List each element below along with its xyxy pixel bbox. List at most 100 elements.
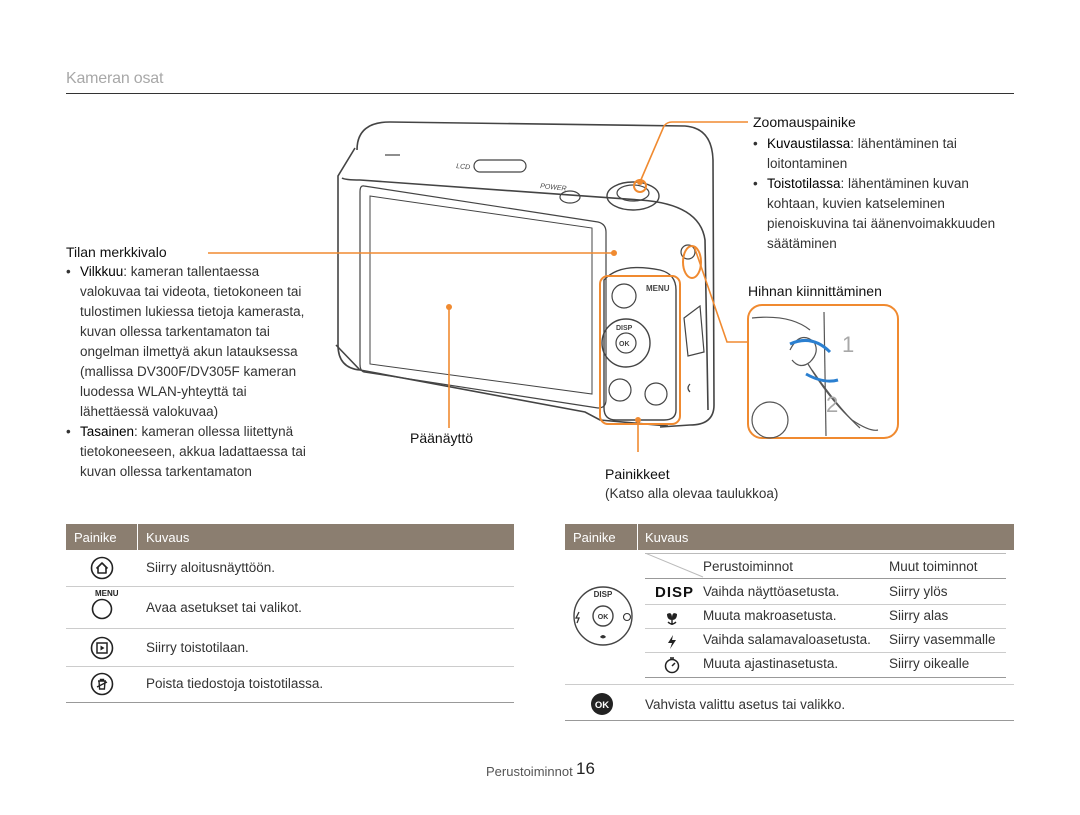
camera-body [335, 121, 715, 428]
mode-indicator-item-blink: • Vilkkuu: kameran tallentaessa valokuva… [66, 264, 305, 419]
strap-step-1: 1 [842, 332, 854, 357]
left-table-header-description: Kuvaus [146, 530, 190, 545]
footer-section-label: Perustoiminnot [486, 764, 573, 779]
mode-indicator-blink-line-2: valokuvaa tai videota, tietokoneen tai [80, 284, 302, 299]
subheader-bottom-rule [645, 578, 1006, 579]
delete-icon [90, 672, 114, 696]
zoom-playback-line-2: kohtaan, kuvien katseleminen [767, 196, 945, 211]
zoom-playback-line-3: pienoiskuvina tai äänenvoimakkuuden [767, 216, 996, 231]
left-row-4-description: Poista tiedostoja toistotilassa. [146, 676, 324, 691]
subheader-other: Muut toiminnot [889, 559, 978, 574]
right-row-divider [645, 604, 1006, 605]
right-row-2-other: Siirry alas [889, 608, 949, 623]
right-row-divider [565, 684, 1014, 685]
flash-icon [668, 635, 676, 649]
left-row-divider [66, 628, 514, 629]
svg-text:DISP: DISP [594, 590, 613, 599]
right-table-bottom-rule [565, 720, 1014, 721]
zoom-item-playback: • Toistotilassa: lähentäminen kuvan koht… [753, 176, 996, 251]
right-row-3-basic: Vaihda salamavaloasetusta. [703, 632, 871, 647]
mode-indicator-blink-line-1: : kameran tallentaessa [123, 264, 260, 279]
zoom-title: Zoomauspainike [753, 114, 856, 130]
strap-arrow-2 [805, 372, 839, 383]
ok-icon: OK [591, 693, 613, 715]
right-row-divider [645, 628, 1006, 629]
zoom-dot [637, 179, 643, 185]
strap-arrow-1 [789, 338, 832, 354]
left-row-2-description: Avaa asetukset tai valikot. [146, 600, 302, 615]
left-table-header-button: Painike [74, 530, 117, 545]
strap-leader [693, 245, 752, 343]
strap-inset: 1 2 [747, 304, 899, 439]
mode-indicator-steady-keyword: Tasainen [80, 424, 135, 439]
svg-text:OK: OK [598, 614, 609, 621]
mode-indicator-blink-line-5: ongelman ilmettyä akun latauksessa [80, 344, 298, 359]
buttons-note: (Katso alla olevaa taulukkoa) [605, 486, 779, 501]
right-row-2-basic: Muuta makroasetusta. [703, 608, 837, 623]
camera-disp-text: DISP [616, 325, 633, 332]
right-row-3-other: Siirry vasemmalle [889, 632, 996, 647]
zoom-item-shooting: • Kuvaustilassa: lähentäminen tai loiton… [753, 136, 957, 171]
strap-step-2: 2 [826, 392, 838, 417]
zoom-leader [639, 121, 748, 183]
strap-lug-highlight [682, 245, 702, 279]
menu-icon-label: MENU [95, 589, 119, 598]
zoom-playback-keyword: Toistotilassa [767, 176, 841, 191]
strap-title: Hihnan kiinnittäminen [748, 283, 882, 299]
menu-icon [91, 598, 113, 620]
mode-indicator-blink-line-7: luodessa WLAN-yhteyttä tai [80, 384, 247, 399]
left-table-header: Painike Kuvaus [66, 524, 514, 550]
mode-indicator-steady-line-1: : kameran ollessa liitettynä [134, 424, 294, 439]
camera-power-text: POWER [540, 183, 567, 193]
section-title: Kameran osat [66, 70, 164, 87]
camera-ok-text: OK [619, 341, 630, 348]
buttons-dot [635, 417, 641, 423]
right-ok-description: Vahvista valittu asetus tai valikko. [645, 697, 846, 712]
right-row-4-other: Siirry oikealle [889, 656, 970, 671]
right-row-1-basic: Vaihda näyttöasetusta. [703, 584, 840, 599]
disp-icon: DISP [655, 584, 695, 601]
mode-indicator-steady-line-3: kuvan ollessa tarkentamaton [80, 464, 252, 479]
zoom-playback-line-1: : lähentäminen kuvan [840, 176, 969, 191]
subheader-basic: Perustoiminnot [703, 559, 794, 574]
timer-icon [664, 657, 680, 674]
camera-lcd-text: LCD [456, 163, 471, 171]
zoom-list: • Kuvaustilassa: lähentäminen tai loiton… [753, 134, 1023, 254]
right-table-header-button: Painike [573, 530, 616, 545]
subheader-top-rule [645, 553, 1006, 554]
right-table-header: Painike Kuvaus [565, 524, 1014, 550]
mode-indicator-blink-line-4: kuvan ollessa tarkentamaton tai [80, 324, 270, 339]
main-display-title: Päänäyttö [410, 430, 474, 446]
mode-indicator-blink-line-3: tulostimen lukiessa tietoja kamerasta, [80, 304, 305, 319]
left-row-divider [66, 586, 514, 587]
mode-indicator-list: • Vilkkuu: kameran tallentaessa valokuva… [66, 262, 336, 482]
buttons-title: Painikkeet [605, 466, 670, 482]
svg-text:OK: OK [595, 700, 609, 711]
left-row-3-description: Siirry toistotilaan. [146, 640, 249, 655]
left-row-1-description: Siirry aloitusnäyttöön. [146, 560, 276, 575]
zoom-shooting-line-2: loitontaminen [767, 156, 848, 171]
zoom-shooting-keyword: Kuvaustilassa [767, 136, 851, 151]
left-table-bottom-rule [66, 702, 514, 703]
mode-indicator-blink-line-6: (mallissa DV300F/DV305F kameran [80, 364, 297, 379]
mode-indicator-steady-line-2: tietokoneeseen, akkua ladattaessa tai [80, 444, 306, 459]
main-display-dot [446, 304, 452, 310]
mode-indicator-blink-line-8: lähettäessä valokuvaa) [80, 404, 219, 419]
zoom-shooting-line-1: : lähentäminen tai [850, 136, 957, 151]
right-row-1-other: Siirry ylös [889, 584, 948, 599]
subheader-diagonal [645, 553, 704, 578]
dpad-illustration: DISP OK [573, 586, 633, 646]
right-row-divider [645, 652, 1006, 653]
mode-indicator-title: Tilan merkkivalo [66, 244, 167, 260]
camera-menu-text: MENU [646, 284, 670, 293]
buttons-highlight [599, 275, 681, 425]
footer-page-number: 16 [576, 759, 595, 778]
left-row-divider [66, 666, 514, 667]
right-row-4-basic: Muuta ajastinasetusta. [703, 656, 839, 671]
right-subtable-bottom-rule [645, 677, 1006, 678]
zoom-playback-line-4: säätäminen [767, 236, 837, 251]
mode-indicator-blink-keyword: Vilkkuu [80, 264, 124, 279]
mode-indicator-item-steady: • Tasainen: kameran ollessa liitettynä t… [66, 424, 306, 479]
right-table-header-description: Kuvaus [645, 530, 689, 545]
